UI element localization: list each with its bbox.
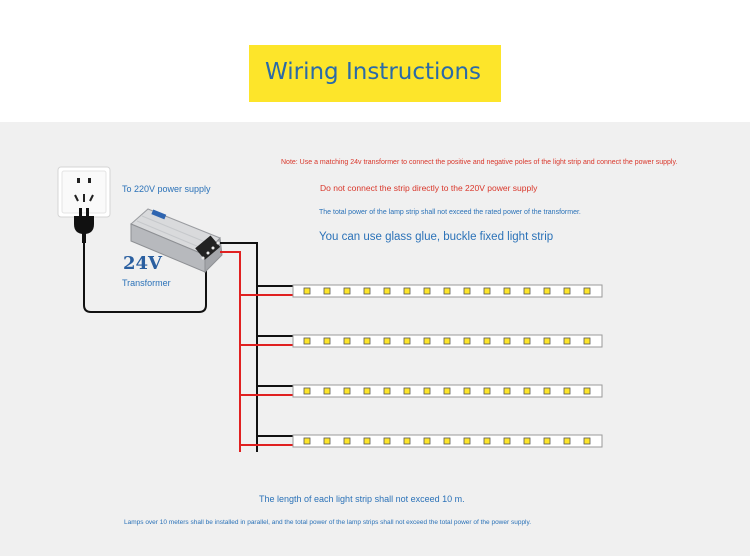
note-matching-transformer: Note: Use a matching 24v transformer to … <box>281 159 678 166</box>
led-chip <box>363 287 371 295</box>
led-chip <box>403 387 411 395</box>
led-chip <box>463 437 471 445</box>
led-chip <box>483 387 491 395</box>
led-chip <box>423 387 431 395</box>
light-strip <box>240 284 603 298</box>
light-strip <box>240 334 603 348</box>
led-chip <box>583 287 591 295</box>
led-chip <box>303 437 311 445</box>
wires <box>220 242 258 452</box>
led-chip <box>303 387 311 395</box>
led-chip <box>403 437 411 445</box>
led-chip <box>363 387 371 395</box>
voltage-label: 24V <box>123 253 163 274</box>
led-chip <box>383 287 391 295</box>
led-chip <box>503 387 511 395</box>
led-chip <box>443 337 451 345</box>
light-strip <box>240 384 603 398</box>
led-chip <box>523 337 531 345</box>
footer-length-note: The length of each light strip shall not… <box>259 494 465 504</box>
led-chip <box>423 287 431 295</box>
led-chip <box>383 437 391 445</box>
led-chip <box>583 387 591 395</box>
power-supply-label: To 220V power supply <box>122 184 211 194</box>
led-chip <box>403 287 411 295</box>
led-chip <box>323 437 331 445</box>
led-chip <box>583 337 591 345</box>
note-fixing: You can use glass glue, buckle fixed lig… <box>319 231 554 243</box>
led-chip <box>343 437 351 445</box>
led-chip <box>463 387 471 395</box>
led-chip <box>343 287 351 295</box>
transformer-label: Transformer <box>122 278 171 288</box>
led-chip <box>563 387 571 395</box>
led-chip <box>483 437 491 445</box>
led-chip <box>583 437 591 445</box>
led-chip <box>323 337 331 345</box>
led-chip <box>523 287 531 295</box>
led-chip <box>523 387 531 395</box>
led-chip <box>523 437 531 445</box>
led-chip <box>483 337 491 345</box>
led-chip <box>563 337 571 345</box>
led-chip <box>303 287 311 295</box>
led-chip <box>403 337 411 345</box>
led-chip <box>423 437 431 445</box>
led-chip <box>563 437 571 445</box>
title-banner: Wiring Instructions <box>249 45 501 102</box>
led-chip <box>363 337 371 345</box>
led-chip <box>543 287 551 295</box>
led-chip <box>503 337 511 345</box>
note-total-power: The total power of the lamp strip shall … <box>319 209 581 216</box>
led-chip <box>463 337 471 345</box>
led-chip <box>563 287 571 295</box>
led-chip <box>303 337 311 345</box>
led-chip <box>543 387 551 395</box>
led-chip <box>443 387 451 395</box>
led-chip <box>383 337 391 345</box>
header-area: Wiring Instructions <box>0 0 750 122</box>
transformer-icon <box>130 208 223 274</box>
led-chip <box>343 387 351 395</box>
note-no-direct-connection: Do not connect the strip directly to the… <box>320 183 538 193</box>
led-chip <box>363 437 371 445</box>
led-chip <box>323 387 331 395</box>
led-chip <box>543 337 551 345</box>
led-chip <box>443 437 451 445</box>
plug-icon <box>74 208 94 243</box>
led-chip <box>463 287 471 295</box>
wall-socket-icon <box>57 166 111 218</box>
footer-parallel-note: Lamps over 10 meters shall be installed … <box>124 519 532 526</box>
led-chip <box>483 287 491 295</box>
page-title: Wiring Instructions <box>265 59 482 85</box>
light-strip <box>240 434 603 448</box>
led-chip <box>423 337 431 345</box>
led-chip <box>343 337 351 345</box>
led-chip <box>383 387 391 395</box>
led-chip <box>443 287 451 295</box>
led-chip <box>503 287 511 295</box>
led-chip <box>543 437 551 445</box>
led-chip <box>323 287 331 295</box>
led-chip <box>503 437 511 445</box>
